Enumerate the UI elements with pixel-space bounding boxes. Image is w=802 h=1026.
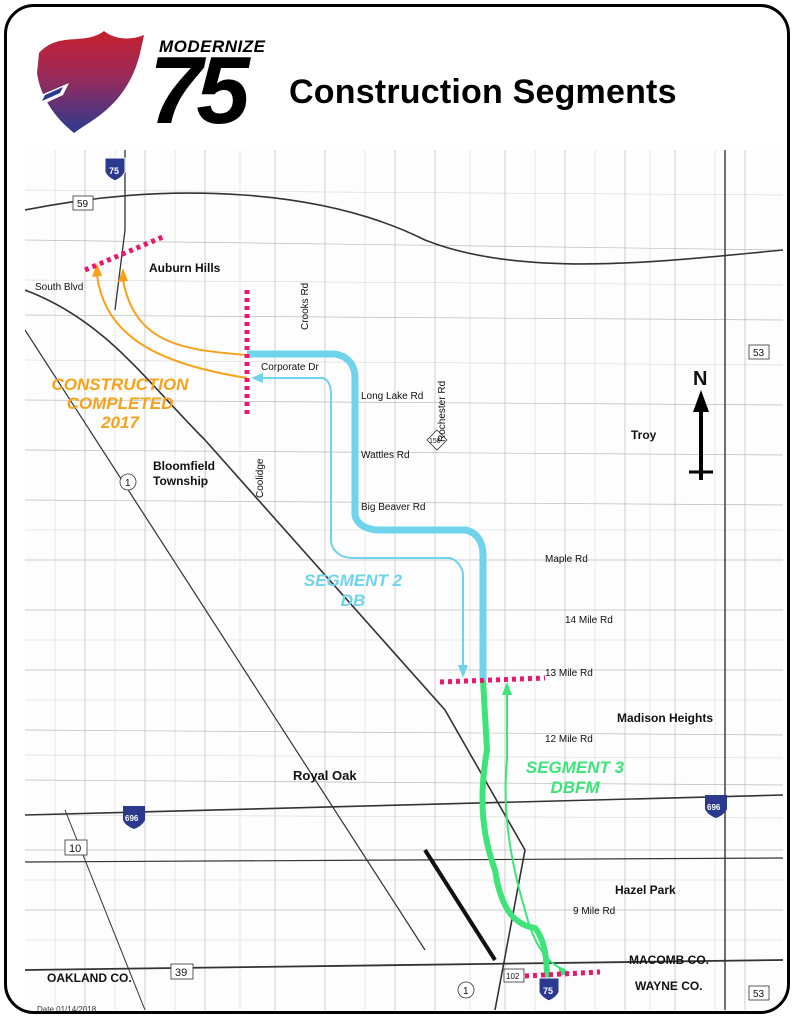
- shield-m10-label: 10: [69, 843, 81, 855]
- shield-m53-top-label: 53: [753, 348, 765, 359]
- road-rochester-rd: Rochester Rd: [437, 381, 448, 442]
- shield-m1-bottom-label: 1: [463, 986, 469, 997]
- map-background: [25, 150, 783, 1010]
- place-labels: Auburn Hills Troy Bloomfield Township Ro…: [47, 261, 713, 993]
- shield-m1-bottom-icon: [457, 981, 475, 999]
- place-royal-oak: Royal Oak: [293, 768, 357, 783]
- road-long-lake-rd: Long Lake Rd: [361, 391, 423, 402]
- road-big-beaver-rd: Big Beaver Rd: [361, 502, 425, 513]
- segment-2-route: [247, 350, 487, 680]
- shield-i75-top-icon: 75: [104, 157, 126, 182]
- road-wattles-rd: Wattles Rd: [361, 450, 410, 461]
- place-hazel-park: Hazel Park: [615, 883, 676, 897]
- road-9-mile-rd: 9 Mile Rd: [573, 906, 615, 917]
- shield-m1-top-label: 1: [125, 478, 131, 489]
- shield-m102-icon: [503, 968, 525, 983]
- segment-3-route: [479, 679, 550, 981]
- shield-i75-top-label: 75: [109, 166, 119, 176]
- segment-2-label-line2: DB: [341, 591, 366, 610]
- place-madison-heights: Madison Heights: [617, 711, 713, 725]
- segment-3-inner-route: [504, 690, 566, 971]
- shield-m39-label: 39: [175, 967, 187, 979]
- shield-i696-right-icon: 696: [705, 795, 727, 818]
- road-south-blvd: South Blvd: [35, 282, 83, 293]
- road-crooks-rd: Crooks Rd: [300, 283, 311, 330]
- brand-small-text: MODERNIZE: [159, 37, 266, 56]
- segment-2-arrow-icon: [458, 665, 468, 678]
- place-bloomfield: Bloomfield: [153, 459, 215, 473]
- minor-streets: [25, 150, 783, 1010]
- segment-3-arrow-icon: [502, 682, 512, 695]
- segment-2-inner-route: [255, 377, 464, 670]
- rail-line: [423, 848, 497, 962]
- road-13-mile-rd: 13 Mile Rd: [545, 668, 593, 679]
- page-title: Construction Segments: [289, 73, 677, 111]
- map-canvas: N 75 75 696 696 59 53 53 1 1: [25, 150, 783, 1010]
- north-label: N: [693, 368, 707, 390]
- shield-i696-left-icon: 696: [123, 806, 145, 829]
- brand-number: 75: [149, 37, 250, 144]
- completed-label-line2: COMPLETED: [67, 394, 174, 413]
- segment-2-label-line1: SEGMENT 2: [304, 571, 403, 590]
- road-corporate-dr: Corporate Dr: [261, 362, 319, 373]
- state-shields: 59 53 53 1 1 10 39 150 102: [64, 195, 770, 1001]
- map-date: Date 01/14/2018: [37, 1005, 97, 1014]
- shield-m53-top-icon: [748, 344, 770, 360]
- shield-i696-right-label: 696: [707, 803, 721, 812]
- shield-i696-left-label: 696: [125, 814, 139, 823]
- road-14-mile-rd: 14 Mile Rd: [565, 615, 613, 626]
- page-frame: MODERNIZE 75 Construction Segments: [4, 4, 790, 1014]
- segment-3-label-line2: DBFM: [550, 778, 600, 797]
- road-maple-rd: Maple Rd: [545, 554, 588, 565]
- shield-m53-bottom-icon: [748, 985, 770, 1001]
- shield-m39-icon: [170, 963, 194, 980]
- road-12-mile-rd: 12 Mile Rd: [545, 734, 593, 745]
- shield-m150-icon: [426, 429, 448, 451]
- modernize-75-logo-icon: [37, 31, 144, 133]
- place-troy: Troy: [631, 428, 657, 442]
- segment-3-label-line1: SEGMENT 3: [526, 758, 625, 777]
- segment-2-arrow-icon: [251, 373, 263, 383]
- shield-m102-label: 102: [506, 972, 520, 981]
- shield-m59-icon: [72, 195, 94, 211]
- shield-m150-label: 150: [429, 438, 441, 445]
- completed-arrow-icon: [118, 268, 128, 282]
- shield-i75-bottom-icon: 75: [538, 977, 560, 1002]
- completed-label-line3: 2017: [100, 413, 140, 432]
- place-wayne-co: WAYNE CO.: [635, 979, 703, 993]
- completed-route: [96, 274, 248, 379]
- place-township: Township: [153, 474, 208, 488]
- road-labels: South Blvd Crooks Rd Corporate Dr Long L…: [35, 282, 615, 917]
- north-arrow-icon: [689, 390, 713, 480]
- shield-i75-bottom-label: 75: [543, 986, 553, 996]
- completed-label-line1: CONSTRUCTION: [52, 375, 190, 394]
- place-auburn-hills: Auburn Hills: [149, 261, 221, 275]
- shield-m53-bottom-label: 53: [753, 989, 765, 1000]
- place-macomb-co: MACOMB CO.: [629, 953, 709, 967]
- shield-m59-label: 59: [77, 199, 89, 210]
- major-roads: [25, 150, 783, 1010]
- project-limits: [84, 233, 601, 979]
- header: MODERNIZE 75 Construction Segments: [7, 7, 787, 147]
- segment-labels: CONSTRUCTION COMPLETED 2017 SEGMENT 2 DB…: [52, 375, 625, 797]
- shield-m10-icon: [64, 839, 88, 856]
- completed-arrow-icon: [92, 263, 102, 277]
- shield-m1-top-icon: [119, 473, 137, 491]
- road-coolidge: Coolidge: [255, 458, 266, 498]
- place-oakland-co: OAKLAND CO.: [47, 971, 132, 985]
